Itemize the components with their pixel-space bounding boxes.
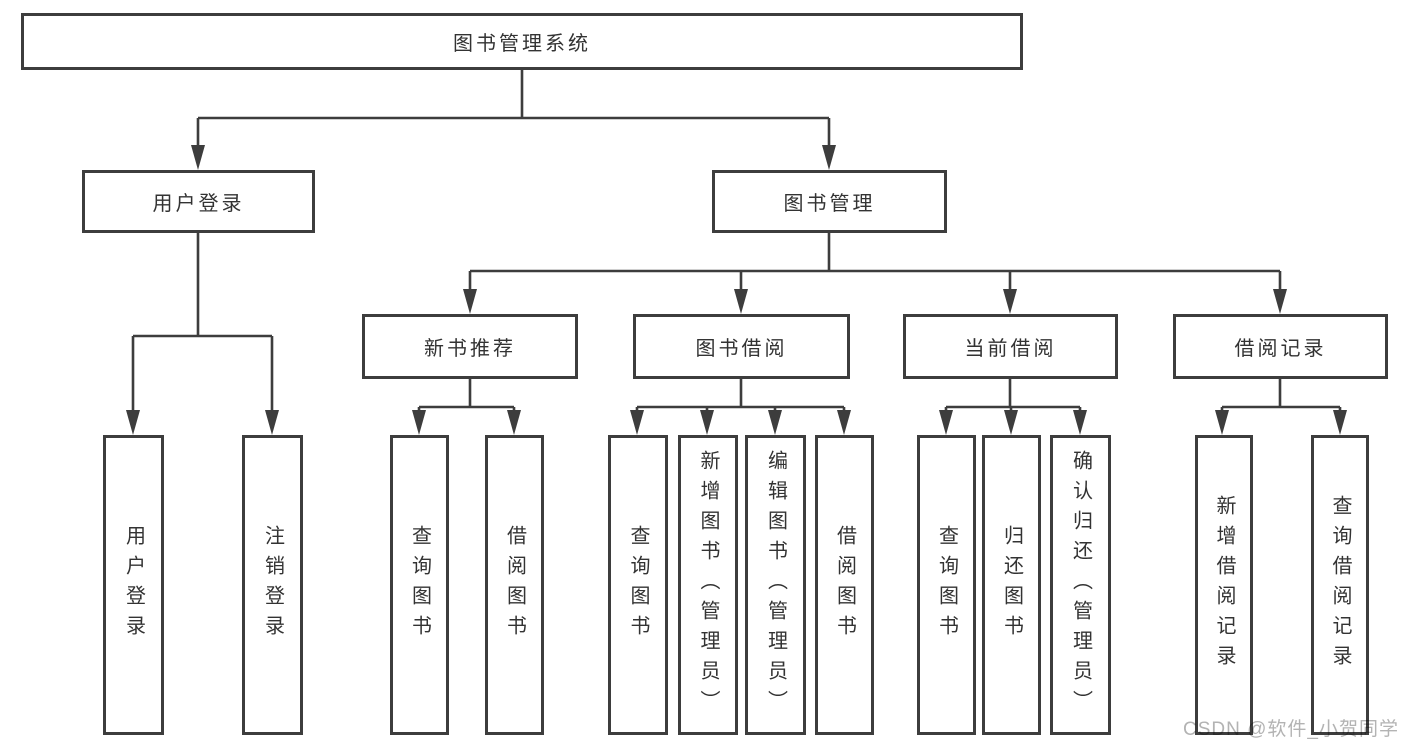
leaf-label: 编辑图书（管理员） [764, 450, 787, 720]
leaf-label: 新增借阅记录 [1213, 495, 1235, 675]
leaf-label: 注销登录 [261, 525, 284, 645]
leaf-label: 确认归还（管理员） [1069, 450, 1092, 720]
leaf-recommend-query-books: 查询图书 [390, 435, 449, 735]
leaf-recommend-borrow-books: 借阅图书 [485, 435, 544, 735]
node-book-management-module: 图书管理 [712, 170, 947, 233]
leaf-label: 查询图书 [935, 525, 958, 645]
leaf-label: 借阅图书 [833, 525, 856, 645]
leaf-label: 归还图书 [1000, 525, 1023, 645]
leaf-borrow-books: 借阅图书 [815, 435, 874, 735]
node-label: 借阅记录 [1234, 338, 1327, 360]
leaf-label: 用户登录 [122, 525, 145, 645]
leaf-add-books-admin: 新增图书（管理员） [678, 435, 738, 735]
leaf-label: 借阅图书 [503, 525, 526, 645]
leaf-label: 查询图书 [408, 525, 431, 645]
leaf-query-borrow-record: 查询借阅记录 [1311, 435, 1369, 735]
node-label: 用户登录 [152, 193, 245, 215]
leaf-return-books: 归还图书 [982, 435, 1041, 735]
leaf-label: 查询图书 [627, 525, 649, 645]
leaf-add-borrow-record: 新增借阅记录 [1195, 435, 1253, 735]
leaf-label: 查询借阅记录 [1329, 495, 1351, 675]
leaf-current-query-books: 查询图书 [917, 435, 976, 735]
node-book-borrowing: 图书借阅 [633, 314, 850, 379]
leaf-confirm-return-admin: 确认归还（管理员） [1050, 435, 1111, 735]
csdn-watermark: CSDN @软件_小贺同学 [1183, 719, 1399, 740]
node-user-login-module: 用户登录 [82, 170, 315, 233]
leaf-label: 新增图书（管理员） [697, 450, 719, 720]
leaf-user-login: 用户登录 [103, 435, 164, 735]
node-root-label: 图书管理系统 [453, 33, 591, 55]
node-label: 新书推荐 [424, 338, 516, 360]
leaf-borrowing-query-books: 查询图书 [608, 435, 668, 735]
node-label: 图书管理 [783, 193, 876, 215]
node-new-book-recommendation: 新书推荐 [362, 314, 578, 379]
node-current-borrowing: 当前借阅 [903, 314, 1118, 379]
node-root-library-system: 图书管理系统 [21, 13, 1023, 70]
node-label: 当前借阅 [964, 338, 1057, 360]
node-borrowing-records: 借阅记录 [1173, 314, 1388, 379]
leaf-edit-books-admin: 编辑图书（管理员） [745, 435, 806, 735]
arrowheads [126, 145, 1347, 435]
node-label: 图书借阅 [695, 338, 788, 360]
leaf-logout: 注销登录 [242, 435, 303, 735]
